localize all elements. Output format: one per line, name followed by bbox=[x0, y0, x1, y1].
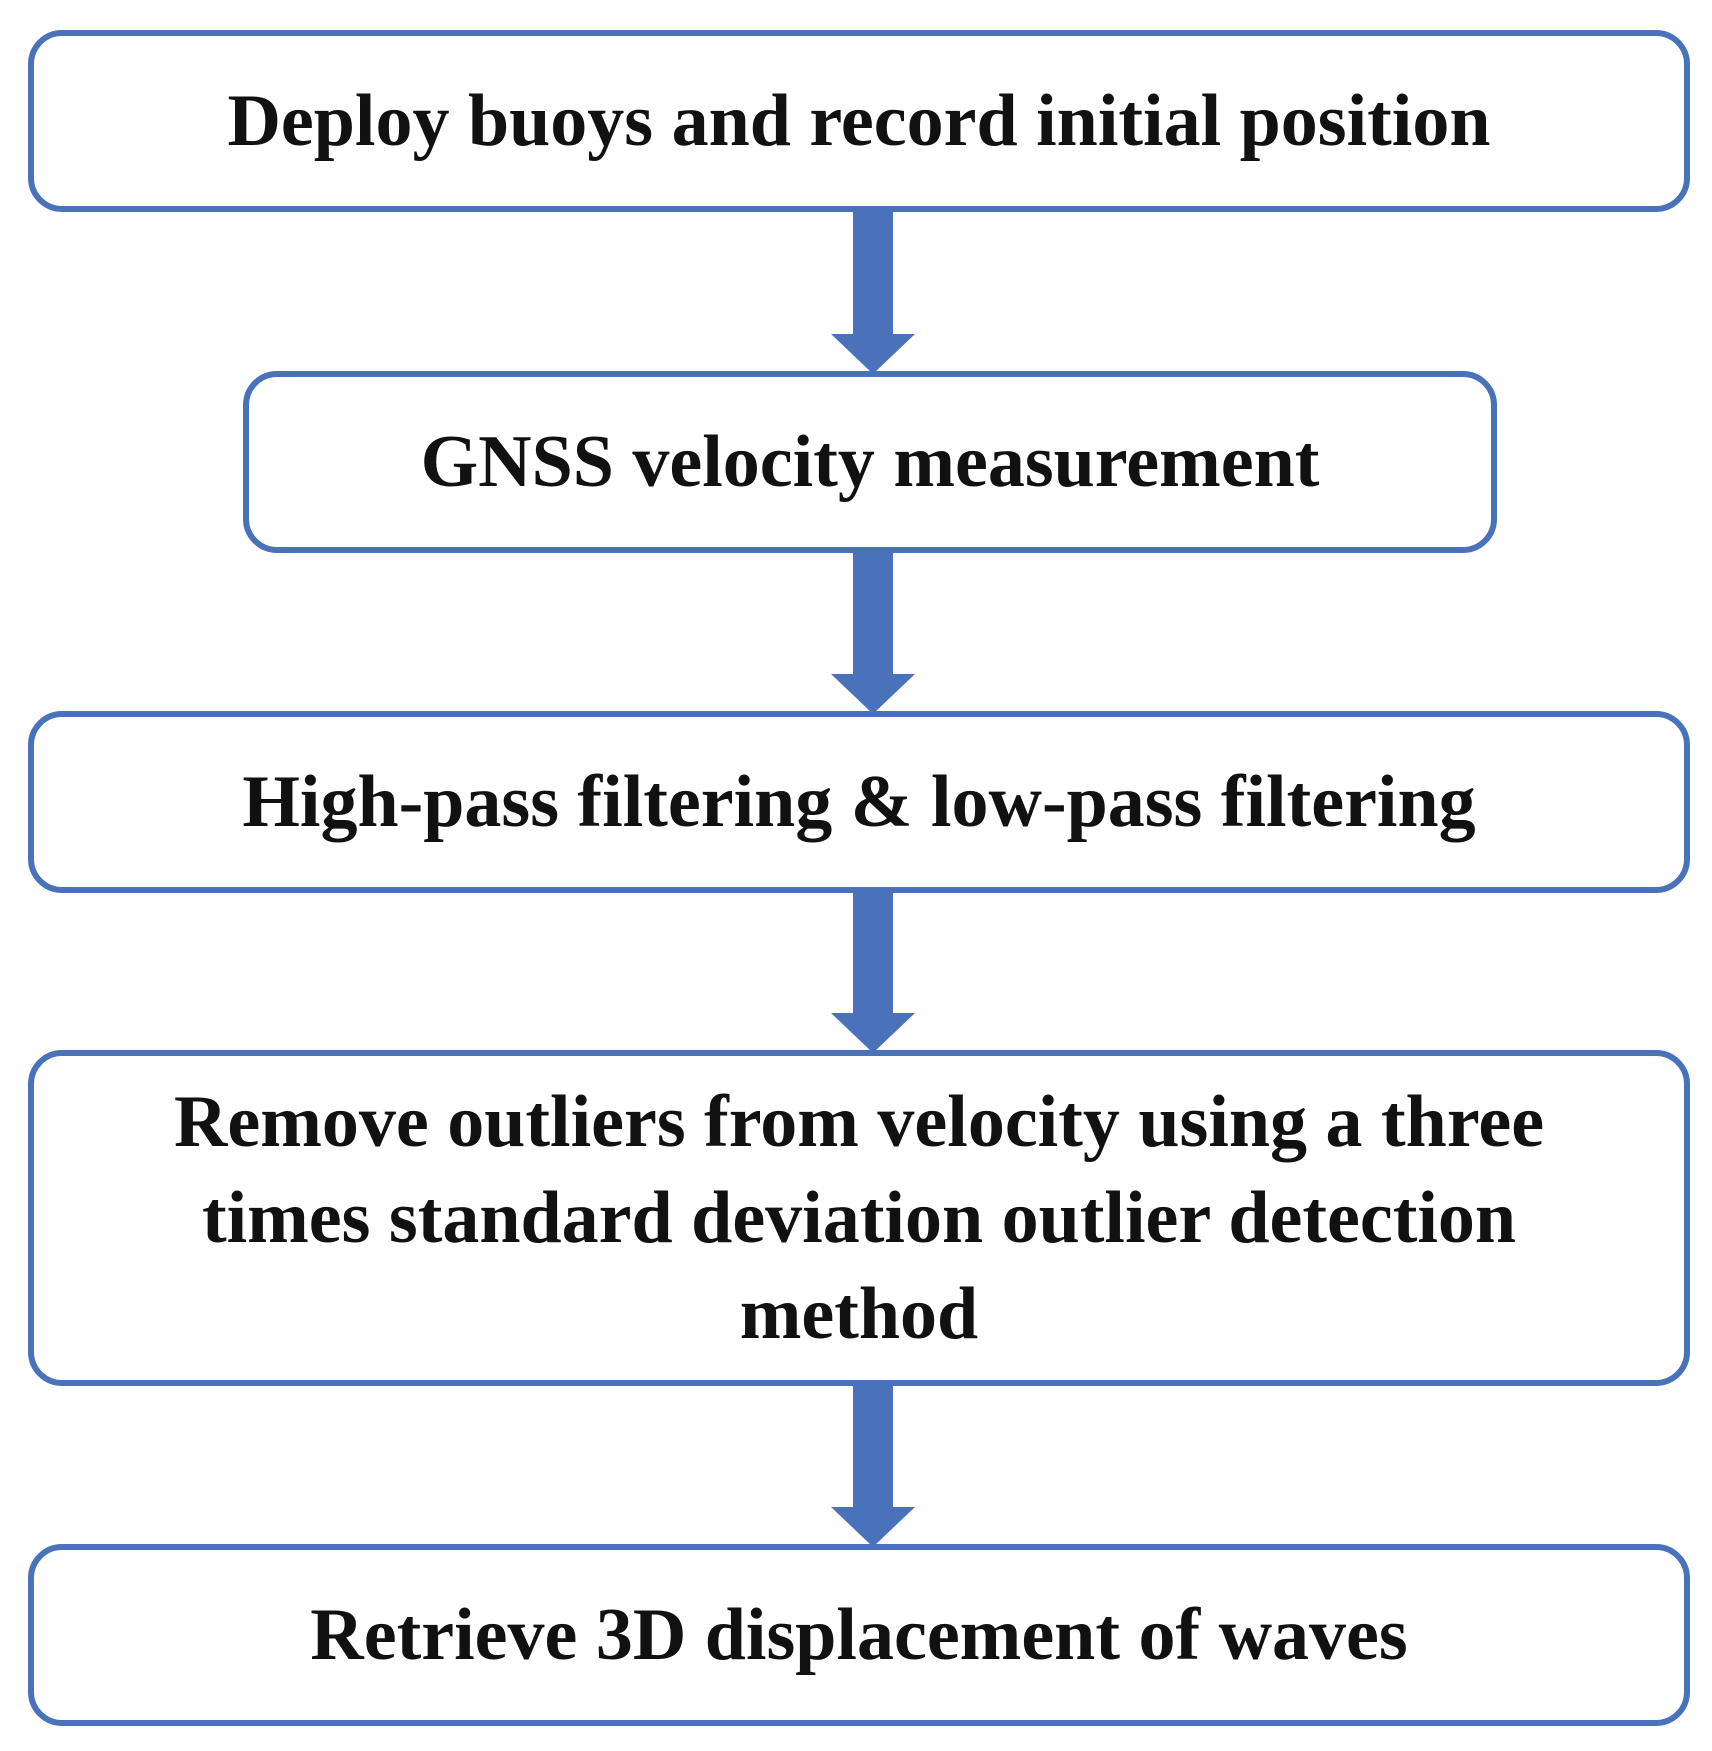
arrow-3 bbox=[831, 890, 915, 1053]
step-5-label: Retrieve 3D displacement of waves bbox=[310, 1593, 1408, 1676]
step-1-label: Deploy buoys and record initial position bbox=[227, 79, 1491, 162]
arrow-4 bbox=[831, 1383, 915, 1547]
step-3-box: High-pass filtering & low-pass filtering bbox=[28, 711, 1690, 893]
step-2-label: GNSS velocity measurement bbox=[420, 420, 1320, 503]
step-5-box: Retrieve 3D displacement of waves bbox=[28, 1544, 1690, 1726]
step-4-label: Remove outliers from velocity using a th… bbox=[173, 1080, 1545, 1356]
arrow-2 bbox=[831, 550, 915, 714]
step-4-box: Remove outliers from velocity using a th… bbox=[28, 1050, 1690, 1386]
step-3-label: High-pass filtering & low-pass filtering bbox=[242, 760, 1476, 843]
step-1-box: Deploy buoys and record initial position bbox=[28, 30, 1690, 212]
arrow-1 bbox=[831, 209, 915, 374]
step-2-box: GNSS velocity measurement bbox=[243, 371, 1497, 553]
